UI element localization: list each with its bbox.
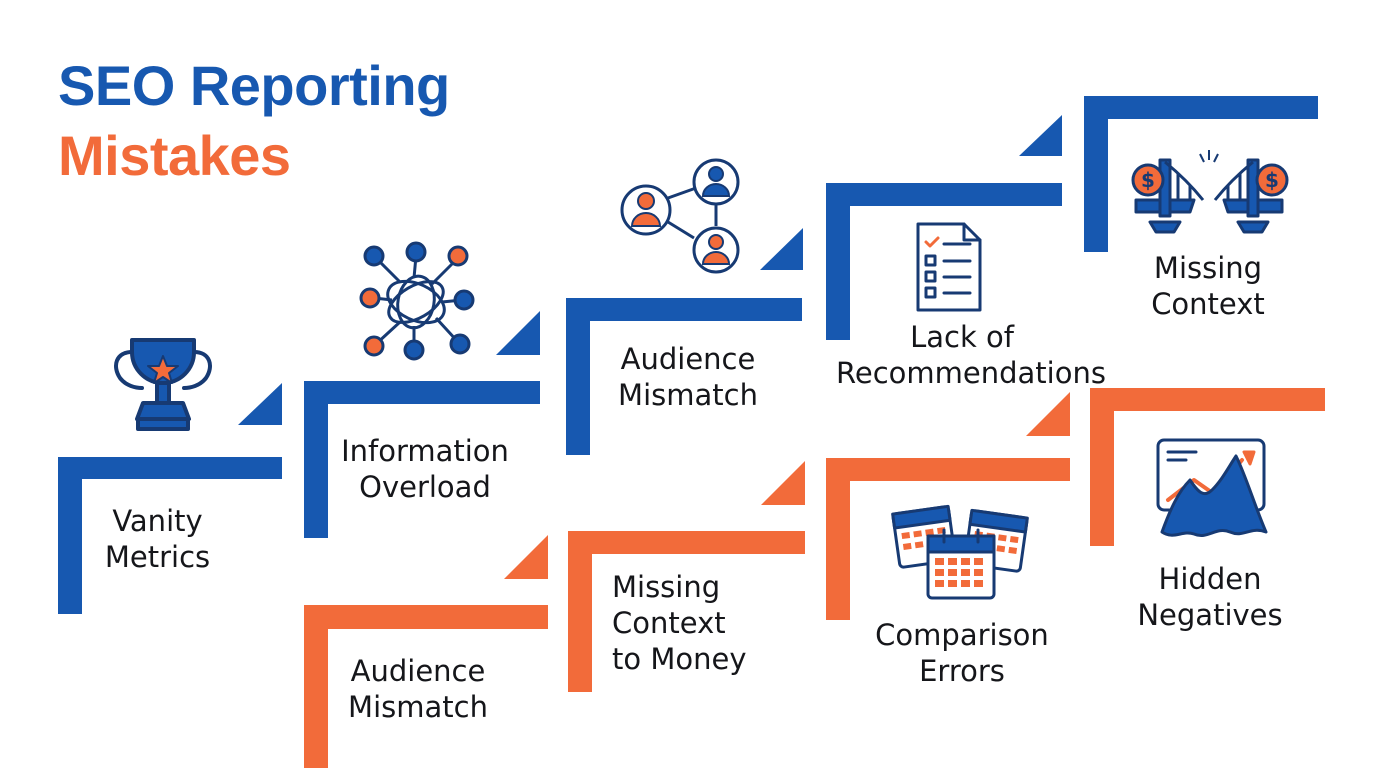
- orange-arrow-2: [761, 461, 805, 505]
- blue-arrow-2: [496, 311, 540, 355]
- blue-arrow-1: [238, 383, 282, 425]
- person-node-top: [692, 158, 740, 206]
- blue-step-4: [826, 183, 1062, 340]
- step-label-missing-context-to-money: Missing Context to Money: [612, 570, 747, 676]
- person-node-left: [620, 184, 672, 236]
- title-line-2: Mistakes: [58, 124, 291, 187]
- step-label-information-overload: Information Overload: [341, 434, 509, 504]
- orange-arrow-1: [504, 535, 548, 579]
- blue-staircase: [58, 96, 1318, 614]
- orange-arrow-3: [1026, 392, 1070, 436]
- blue-step-1: [58, 457, 282, 614]
- hidden-chart-icon: [1156, 438, 1268, 537]
- trophy-icon: [114, 338, 212, 431]
- tangled-network-icon: [359, 241, 475, 361]
- blue-step-3: [566, 298, 802, 455]
- people-network-icon: [620, 158, 740, 274]
- blue-arrow-4: [1019, 115, 1062, 156]
- blue-arrow-3: [760, 228, 803, 270]
- step-label-hidden-negatives: Hidden Negatives: [1137, 562, 1283, 632]
- person-node-bottom: [692, 226, 740, 274]
- step-label-missing-context: Missing Context: [1151, 251, 1265, 321]
- broken-bridge-icon: $ $: [1131, 150, 1289, 234]
- blue-step-5: [1084, 96, 1318, 252]
- calendars-icon: [891, 504, 1029, 600]
- title-line-1: SEO Reporting: [58, 54, 450, 117]
- orange-step-1: [304, 605, 548, 768]
- step-label-lack-of-recommendations: Lack of Recommendations: [836, 320, 1106, 390]
- checklist-icon: [916, 222, 982, 312]
- step-label-audience-mismatch-top: Audience Mismatch: [618, 342, 758, 412]
- step-label-audience-mismatch-bottom: Audience Mismatch: [348, 654, 488, 724]
- orange-step-3: [826, 458, 1070, 620]
- svg-text:$: $: [1265, 168, 1279, 192]
- orange-step-2: [568, 531, 805, 692]
- step-label-comparison-errors: Comparison Errors: [875, 618, 1049, 688]
- blue-step-2: [304, 381, 540, 538]
- step-label-vanity-metrics: Vanity Metrics: [104, 504, 211, 574]
- orange-step-4: [1090, 388, 1325, 546]
- orange-staircase: [304, 388, 1325, 768]
- svg-text:$: $: [1141, 168, 1155, 192]
